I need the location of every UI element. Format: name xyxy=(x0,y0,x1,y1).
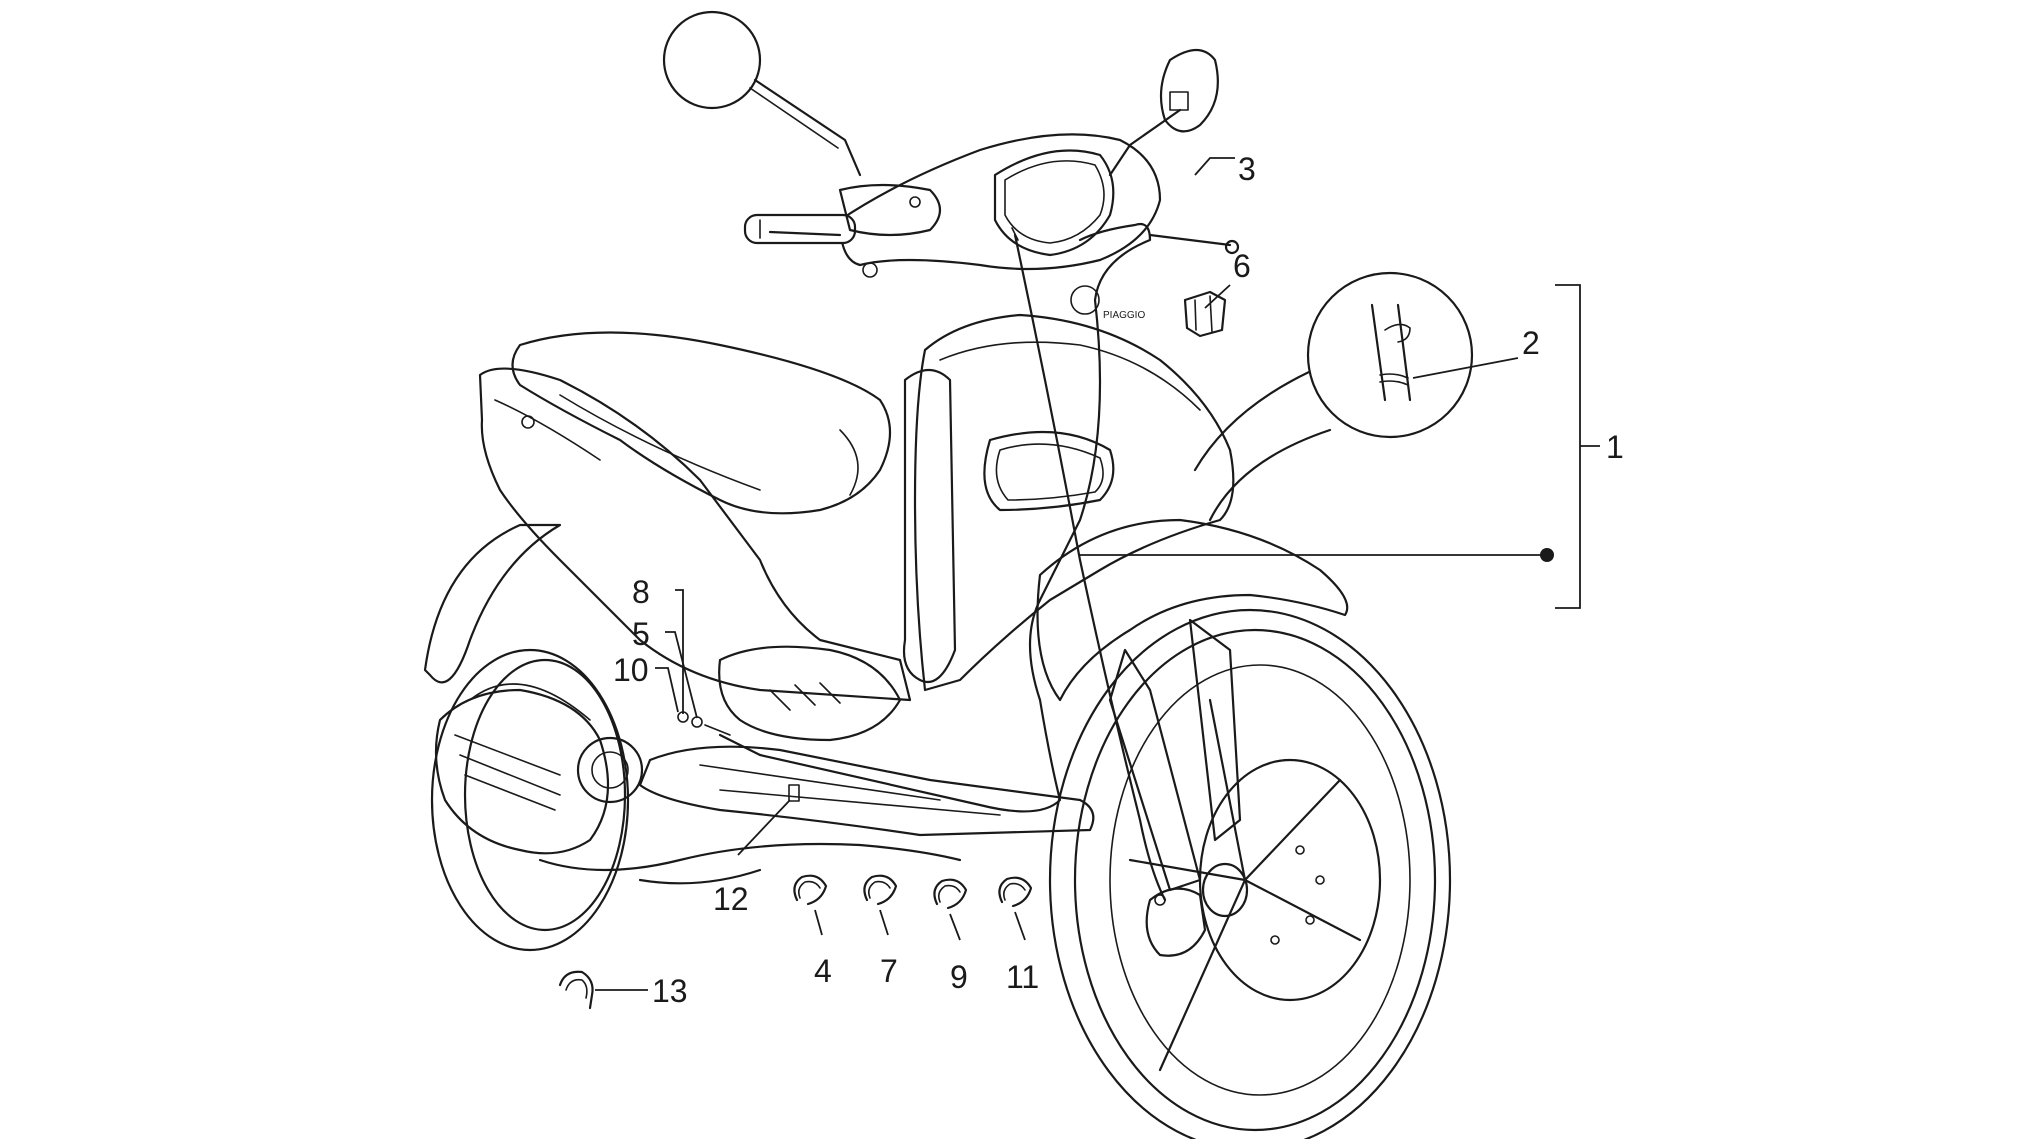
callout-4: 4 xyxy=(814,953,832,989)
rear-mudguard xyxy=(423,523,562,684)
right-mirror xyxy=(1108,48,1219,177)
handlebar-assembly xyxy=(743,133,1240,278)
seat xyxy=(511,331,891,515)
cable-guide-clip xyxy=(1183,290,1227,338)
callout-1: 1 xyxy=(1606,429,1624,465)
rear-wheel xyxy=(430,648,630,952)
callout-2: 2 xyxy=(1522,325,1540,361)
cable-clamp xyxy=(558,970,594,1010)
callout-10: 10 xyxy=(613,652,649,688)
callout-11: 11 xyxy=(1006,959,1039,995)
left-mirror xyxy=(662,10,862,177)
callout-labels: 3 6 2 1 8 5 10 12 4 7 9 11 13 xyxy=(613,151,1624,1009)
cable-clip-parts xyxy=(793,874,1033,910)
brake-caliper xyxy=(1145,887,1207,957)
brake-cable-front xyxy=(1013,233,1167,902)
exhaust xyxy=(538,842,962,872)
front-leg-shield xyxy=(913,313,1235,692)
front-mudguard xyxy=(1036,518,1349,702)
brake-cable-rear xyxy=(718,222,1152,813)
front-wheel xyxy=(1048,608,1452,1139)
rear-body-panel xyxy=(478,367,912,702)
detail-magnifier xyxy=(1193,271,1474,522)
callout-13: 13 xyxy=(652,973,688,1009)
leader-lines xyxy=(595,157,1600,991)
side-vent xyxy=(718,645,902,742)
front-fork xyxy=(1108,648,1202,892)
callout-5: 5 xyxy=(632,616,650,652)
callout-6: 6 xyxy=(1233,248,1251,284)
callout-7: 7 xyxy=(880,953,898,989)
brand-badge: PIAGGIO xyxy=(1103,310,1145,321)
engine-cover xyxy=(434,688,644,855)
floorboard xyxy=(638,745,1095,837)
callout-9: 9 xyxy=(950,959,968,995)
callout-12: 12 xyxy=(713,881,749,917)
front-grille xyxy=(983,430,1115,512)
callout-3: 3 xyxy=(1238,151,1256,187)
callout-8: 8 xyxy=(632,574,650,610)
